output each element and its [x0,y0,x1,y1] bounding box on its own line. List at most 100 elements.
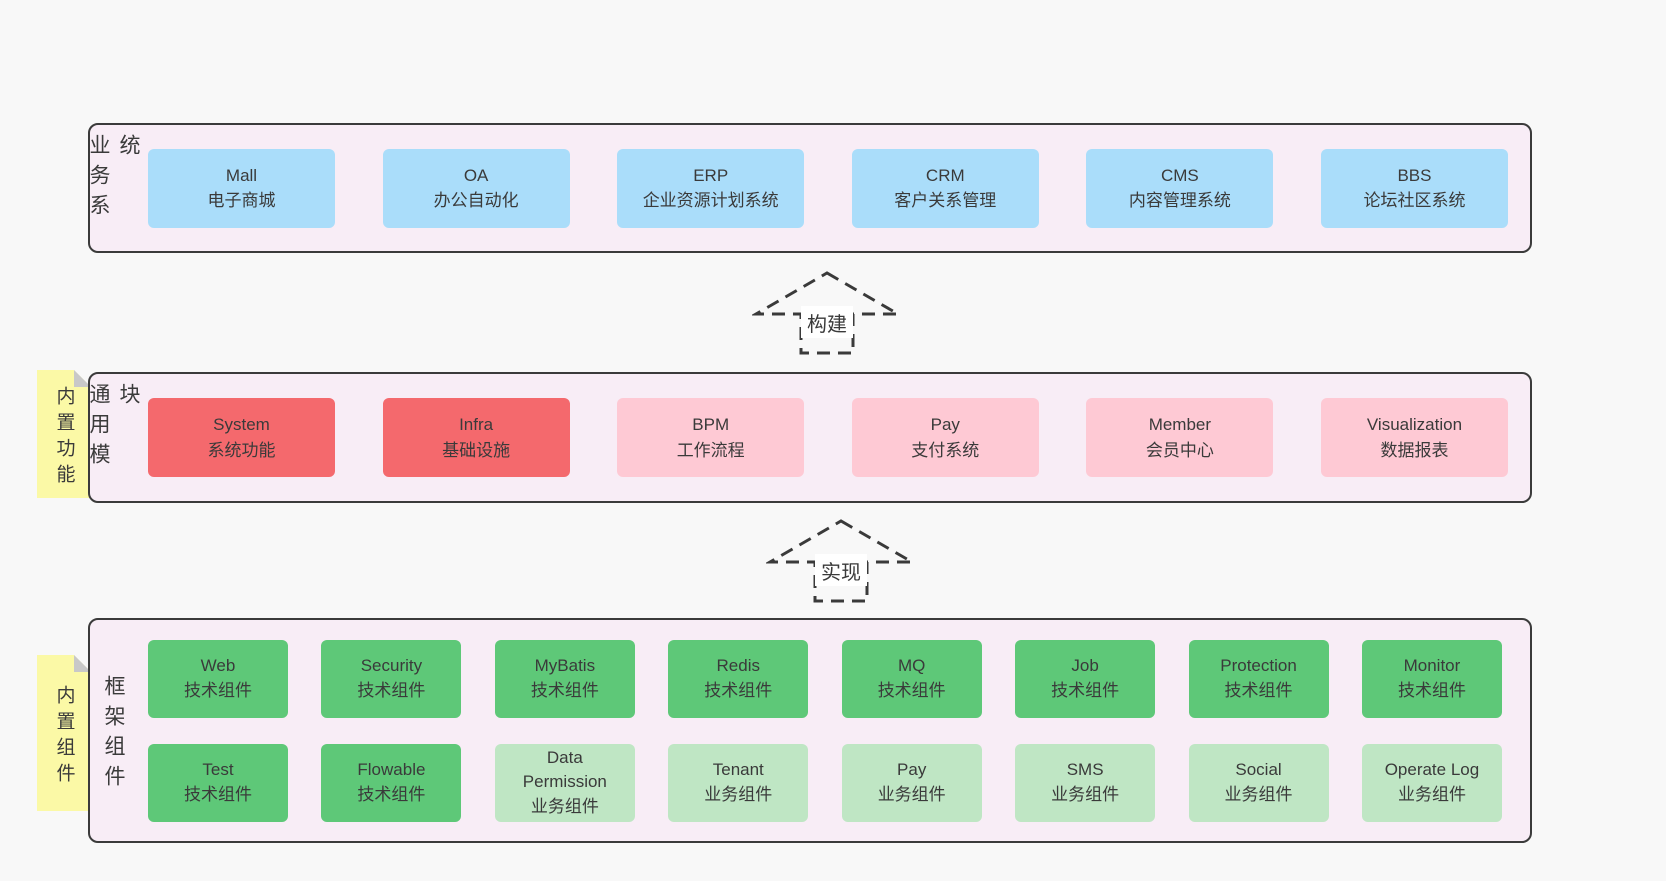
box-desc: 办公自动化 [433,191,519,210]
box-name: Data Permission [522,748,607,792]
box-security: Security 技术组件 [321,639,462,718]
box-name: MQ [897,656,926,676]
box-flowable: Flowable 技术组件 [321,743,462,822]
box-desc: 技术组件 [357,680,426,700]
sticky-note-builtin-functions: 内置功能 [37,370,91,498]
box-pay-component: Pay 业务组件 [841,743,982,822]
implement-arrow-label: 实现 [815,554,867,586]
box-name: Flowable [357,760,426,780]
layer-title-business-systems: 业务系统 [87,134,140,224]
box-desc: 技术组件 [184,784,252,804]
box-desc: 会员中心 [1145,440,1214,460]
box-desc: 基础设施 [442,440,511,460]
layer-title-common-modules: 通用模块 [87,383,140,473]
box-cms: CMS 内容管理系统 [1086,148,1274,228]
box-member: Member 会员中心 [1086,398,1274,477]
box-desc: 技术组件 [704,680,773,700]
box-name: Member [1148,415,1212,434]
box-desc: 业务组件 [1224,784,1293,804]
box-test: Test 技术组件 [148,743,288,822]
box-desc: 内容管理系统 [1128,191,1231,210]
box-name: System [213,415,270,434]
box-web: Web 技术组件 [148,639,288,718]
box-name: Mall [225,165,258,185]
box-desc: 电子商城 [207,191,276,210]
box-name: Web [200,656,236,676]
box-name: Test [202,760,234,780]
box-name: MyBatis [534,656,596,676]
box-desc: 企业资源计划系统 [642,191,779,210]
layer-title-framework-components: 框架组件 [102,675,125,795]
box-visualization: Visualization 数据报表 [1320,398,1508,477]
box-name: Social [1235,760,1282,780]
business-systems-box-row: Mall 电子商城 OA 办公自动化 ERP 企业资源计划系统 CRM 客户关系… [136,125,1530,251]
box-name: OA [463,165,489,185]
box-desc: 业务组件 [704,784,773,804]
box-bpm: BPM 工作流程 [617,398,805,477]
box-name: Infra [459,415,494,434]
box-redis: Redis 技术组件 [668,639,809,718]
box-desc: 论坛社区系统 [1363,191,1466,210]
box-name: Operate Log [1384,760,1480,780]
build-arrow: 构建 [752,270,902,356]
box-bbs: BBS 论坛社区系统 [1320,148,1508,228]
layer-panel-framework-components: 框架组件 Web 技术组件 Security 技术组件 MyBatis 技术组件… [88,618,1532,843]
box-name: Redis [716,656,760,676]
box-name: CMS [1160,165,1199,185]
box-pay-system: Pay 支付系统 [851,398,1039,477]
box-name: Monitor [1403,656,1461,676]
box-social: Social 业务组件 [1188,743,1329,822]
box-desc: 技术组件 [530,680,599,700]
box-crm: CRM 客户关系管理 [851,148,1039,228]
common-modules-box-row: System 系统功能 Infra 基础设施 BPM 工作流程 Pay 支付系统… [136,374,1530,501]
box-desc: 工作流程 [676,440,745,460]
box-mybatis: MyBatis 技术组件 [494,639,635,718]
box-name: Job [1071,656,1099,676]
framework-components-row-2: Test 技术组件 Flowable 技术组件 Data Permission … [148,743,1502,822]
framework-components-rows: Web 技术组件 Security 技术组件 MyBatis 技术组件 Redi… [136,620,1530,841]
box-desc: 技术组件 [1051,680,1120,700]
sticky-note-text: 内置组件 [53,684,75,789]
box-tenant: Tenant 业务组件 [668,743,809,822]
box-name: Pay [897,760,927,780]
box-system: System 系统功能 [148,398,335,477]
box-name: Visualization [1366,415,1463,434]
box-name: SMS [1066,760,1104,780]
box-desc: 支付系统 [911,440,980,460]
box-job: Job 技术组件 [1015,639,1156,718]
box-sms: SMS 业务组件 [1015,743,1156,822]
box-name: BBS [1397,165,1432,185]
box-desc: 系统功能 [207,440,276,460]
layer-panel-business-systems: 业务系统 Mall 电子商城 OA 办公自动化 ERP 企业资源计划系统 CRM… [87,123,1532,253]
box-name: Protection [1220,656,1297,676]
box-infra: Infra 基础设施 [382,398,570,477]
box-desc: 技术组件 [877,680,946,700]
box-name: ERP [693,165,729,185]
box-mq: MQ 技术组件 [841,639,982,718]
box-operate-log: Operate Log 业务组件 [1361,743,1502,822]
box-name: Security [360,656,423,676]
sticky-note-text: 内置功能 [53,385,75,490]
box-desc: 客户关系管理 [894,191,997,210]
box-desc: 技术组件 [1397,680,1466,700]
box-monitor: Monitor 技术组件 [1361,639,1502,718]
box-mall: Mall 电子商城 [148,148,335,228]
box-desc: 业务组件 [877,784,946,804]
box-desc: 业务组件 [1051,784,1120,804]
box-desc: 业务组件 [530,796,599,816]
box-oa: OA 办公自动化 [382,148,570,228]
box-desc: 数据报表 [1380,440,1449,460]
build-arrow-label: 构建 [801,306,853,338]
sticky-note-builtin-components: 内置组件 [37,655,91,811]
box-name: CRM [925,165,965,185]
box-desc: 技术组件 [184,680,252,700]
box-name: Pay [930,415,960,434]
box-protection: Protection 技术组件 [1188,639,1329,718]
framework-components-row-1: Web 技术组件 Security 技术组件 MyBatis 技术组件 Redi… [148,639,1502,718]
layer-panel-common-modules: 通用模块 System 系统功能 Infra 基础设施 BPM 工作流程 Pay… [87,372,1532,503]
box-desc: 业务组件 [1397,784,1466,804]
box-name: BPM [692,415,730,434]
box-erp: ERP 企业资源计划系统 [617,148,805,228]
box-desc: 技术组件 [1224,680,1293,700]
box-name: Tenant [712,760,764,780]
